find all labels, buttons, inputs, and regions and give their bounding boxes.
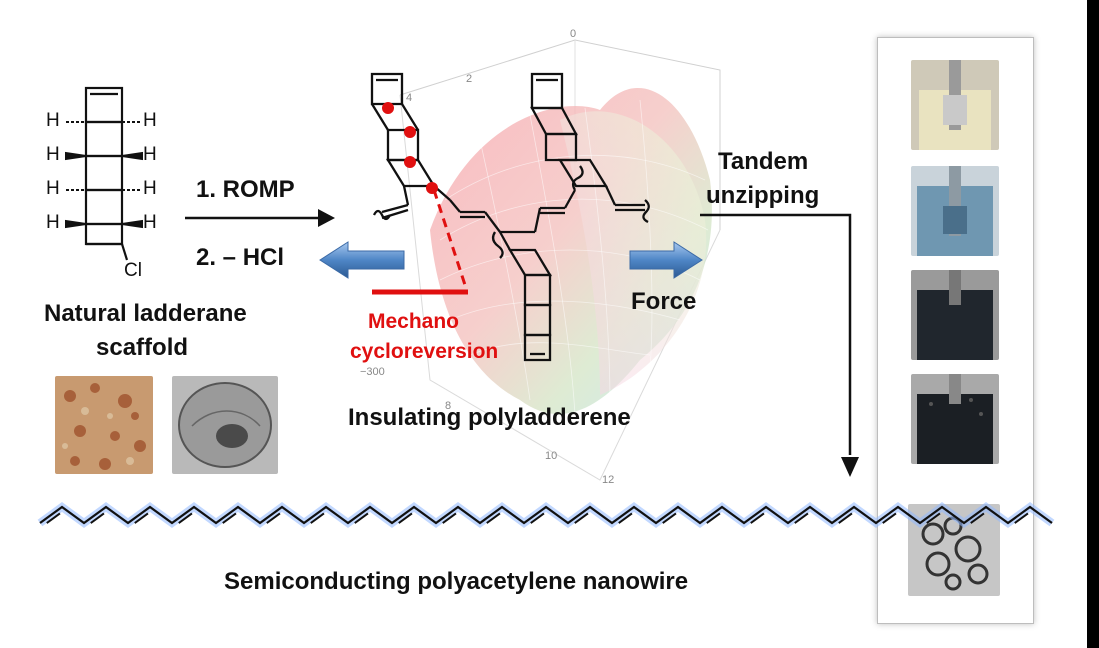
vial-photo-clear: [911, 60, 999, 150]
unzipping-label: unzipping: [706, 182, 820, 209]
double-bond: [1014, 512, 1029, 524]
scaffold-label: scaffold: [96, 334, 189, 361]
double-bond: [838, 512, 853, 524]
cycloreversion-label: cycloreversion: [350, 340, 499, 363]
step-romp-label: 1. ROMP: [196, 176, 295, 203]
axis-tick: 12: [602, 474, 615, 486]
right-arrow-icon: [629, 241, 703, 279]
double-bond: [750, 512, 765, 524]
hydrogen-label: H: [143, 212, 157, 233]
axis-tick: 10: [545, 450, 558, 462]
right-edge-bar: [1087, 0, 1099, 648]
vial-photo-black: [911, 374, 999, 464]
hydrogen-label: H: [143, 144, 157, 165]
axis-tick: −300: [360, 366, 385, 378]
double-bond: [618, 512, 633, 524]
hydrogen-label: H: [143, 178, 157, 199]
double-bond: [442, 512, 457, 524]
vial-photo-blue: [911, 166, 999, 256]
double-bond: [970, 512, 985, 524]
tissue-photo: [55, 376, 153, 474]
double-bond: [486, 512, 501, 524]
axis-tick: 2: [466, 73, 473, 85]
nanowire-backbone: [39, 505, 1053, 525]
polyacetylene-nanowire: [37, 502, 1055, 528]
polyladderene-structure: [370, 72, 650, 362]
double-bond: [706, 512, 721, 524]
double-bond: [398, 512, 413, 524]
axis-tick: 8: [445, 400, 452, 412]
step-hcl-label: 2. – HCl: [196, 244, 285, 271]
insulating-polyladderene-label: Insulating polyladderene: [348, 404, 631, 431]
force-label: Force: [631, 288, 697, 315]
double-bond: [530, 512, 545, 524]
double-bond: [266, 512, 281, 524]
hydrogen-label: H: [46, 144, 60, 165]
semiconducting-polyacetylene-label: Semiconducting polyacetylene nanowire: [224, 568, 689, 595]
ladderane-monomer-structure: [65, 86, 143, 261]
hydrogen-label: H: [46, 212, 60, 233]
double-bond: [794, 512, 809, 524]
tandem-label: Tandem: [718, 148, 809, 175]
axis-tick: 4: [406, 92, 413, 104]
double-bond: [354, 512, 369, 524]
reaction-arrow: [185, 209, 335, 227]
chloride-label: Cl: [124, 260, 142, 281]
double-bond: [90, 512, 105, 524]
double-bond: [926, 512, 941, 524]
natural-ladderane-label: Natural ladderane: [44, 300, 247, 327]
double-bond: [46, 512, 61, 524]
double-bond: [222, 512, 237, 524]
double-bond: [178, 512, 193, 524]
mechano-label: Mechano: [368, 310, 460, 333]
hydrogen-label: H: [143, 110, 157, 131]
hydrogen-label: H: [46, 110, 60, 131]
axis-tick: 0: [570, 28, 577, 40]
left-arrow-icon: [319, 241, 405, 279]
double-bond: [882, 512, 897, 524]
unzipping-arrow: [700, 213, 859, 477]
double-bond: [310, 512, 325, 524]
hydrogen-label: H: [46, 178, 60, 199]
double-bond: [662, 512, 677, 524]
double-bond: [134, 512, 149, 524]
cell-micrograph: [172, 376, 278, 474]
vial-photo-dark: [911, 270, 999, 360]
double-bond: [574, 512, 589, 524]
